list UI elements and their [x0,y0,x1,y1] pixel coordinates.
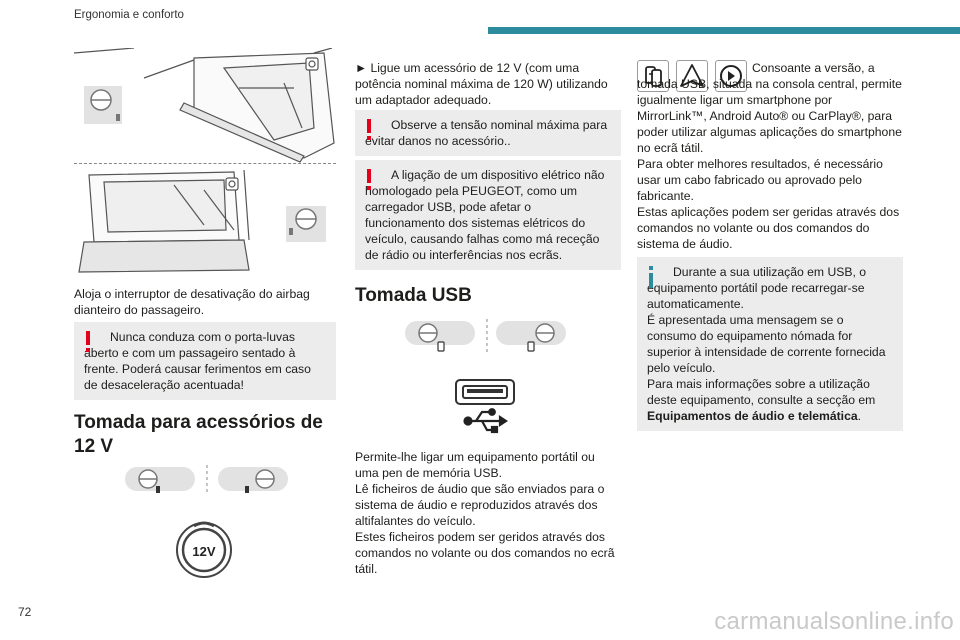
usb-description: Permite-lhe ligar um equipamento portáti… [355,450,615,576]
voltage-warning: Observe a tensão nominal máxima para evi… [355,110,621,156]
usb-icon [462,406,508,436]
mirrorlink-icon [637,60,669,92]
warning-icon [86,331,90,353]
smartphone-icons-row [637,60,749,92]
airbag-caption: Aloja o interruptor de desativação do ai… [74,287,310,317]
socket-12v-label: 12V [192,544,216,559]
watermark: carmanualsonline.info [714,608,954,635]
usb-socket-illustration [400,316,570,444]
steering-wheel-icon [218,467,288,493]
glovebox-illustration-bottom [74,170,336,280]
steering-wheel-icon [286,206,326,242]
connect-accessory-instruction: ► Ligue um acessório de 12 V (com uma po… [355,61,608,107]
steering-wheel-icon [84,86,122,124]
usb-info-box: Durante a sua utilização em USB, o equip… [637,257,903,431]
carplay-icon [715,60,747,92]
header-accent-bar [488,27,960,34]
illustration-divider [74,163,336,164]
warning-icon [367,119,371,141]
section-title-12v: Tomada para acessórios de 12 V [74,412,323,457]
steering-wheel-icon [496,321,566,352]
steering-wheel-icon [405,321,475,352]
socket-12v-illustration: 12V [120,462,290,580]
android-auto-icon [676,60,708,92]
warning-icon [367,169,371,191]
section-title-usb: Tomada USB [355,285,472,306]
audio-telematics-reference: Equipamentos de áudio e telemática [647,409,858,423]
steering-wheel-icon [125,467,195,493]
glovebox-illustration-top [74,48,336,163]
device-warning: A ligação de um dispositivo elétrico não… [355,160,621,270]
smartphone-connection-text: Consoante a versão, a tomada USB, situad… [637,61,902,251]
info-icon [649,266,653,288]
glovebox-warning: Nunca conduza com o porta-luvas aberto e… [74,322,336,400]
page-header-title: Ergonomia e conforto [74,9,184,21]
page-number: 72 [18,605,32,619]
